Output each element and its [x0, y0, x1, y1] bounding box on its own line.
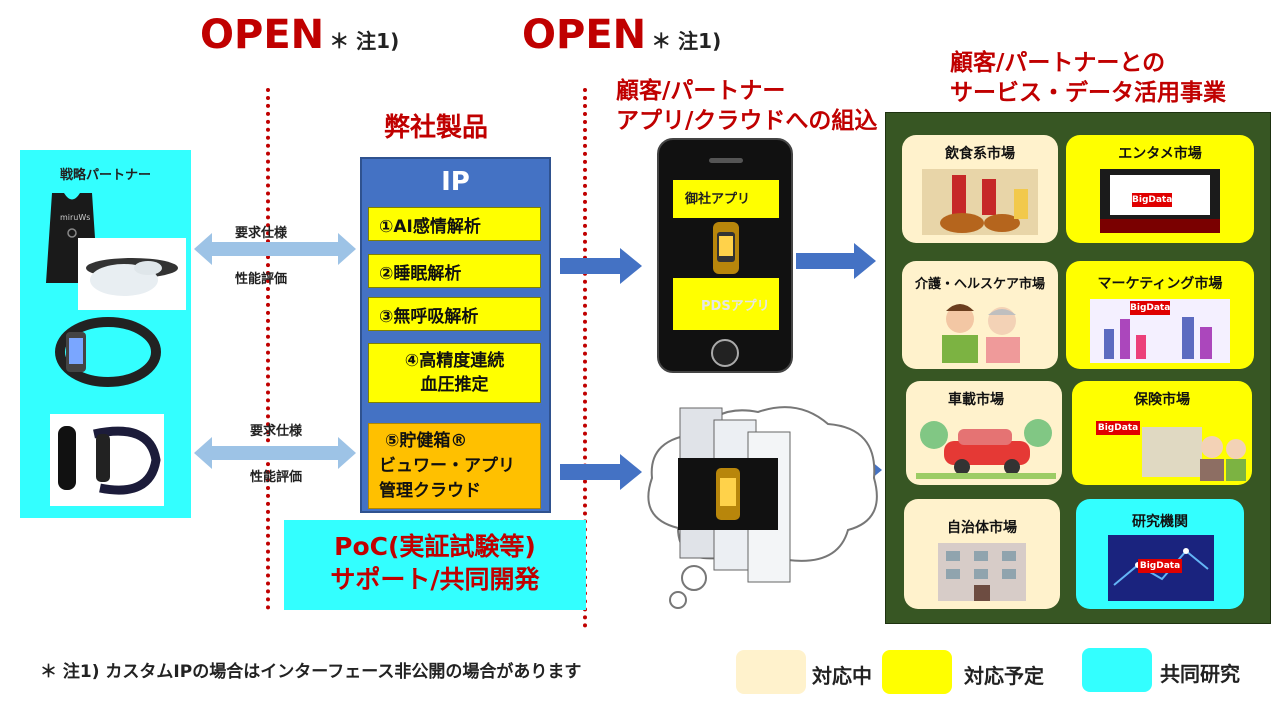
market-care-label: 介護・ヘルスケア市場 [914, 277, 1045, 292]
legend-label-in-progress: 対応中 [812, 664, 872, 688]
ip-item-blood-pressure-line1: ④高精度連続 [404, 351, 505, 371]
ip-title: IP [441, 167, 470, 197]
chest-belt-image [78, 238, 186, 310]
ip-item-blood-pressure-line2: 血圧推定 [420, 375, 489, 395]
customer-app-heading: 顧客/パートナー アプリ/クラウドへの組込 [616, 76, 877, 136]
ip-item-health-box-line1: ⑤貯健箱® [385, 430, 468, 451]
partner-label: 戦略パートナー [59, 168, 151, 183]
legend-swatch-joint-research [1082, 648, 1152, 692]
ip-item-apnea: ③無呼吸解析 [368, 297, 541, 331]
ip-item-sleep-label: ②睡眠解析 [379, 263, 462, 284]
bigdata-badge-insurance: BigData [1096, 421, 1140, 435]
cinema-image [1100, 169, 1220, 233]
ip-item-ai-emotion-label: ①AI感情解析 [379, 216, 481, 237]
ip-item-sleep: ②睡眠解析 [368, 254, 541, 288]
spec-eval-arrow-bottom [194, 437, 356, 469]
ip-item-apnea-label: ③無呼吸解析 [379, 306, 479, 327]
poc-line2: サポート/共同開発 [330, 565, 540, 594]
legend-swatch-planned [882, 650, 952, 694]
bigdata-badge-entertainment: BigData [1132, 193, 1173, 207]
city-hall-image [938, 543, 1026, 601]
poc-text: PoC(実証試験等) サポート/共同開発 [284, 530, 586, 596]
arrow-phone-to-market [796, 243, 876, 279]
market-marketing-label: マーケティング市場 [1097, 276, 1223, 292]
market-insurance-label: 保険市場 [1134, 392, 1190, 408]
wristband-watch-image [55, 317, 161, 387]
strategic-partner-box: 戦略パートナー miruWs [20, 150, 191, 518]
poc-box: PoC(実証試験等) サポート/共同開発 [284, 520, 586, 610]
legend-swatch-in-progress [736, 650, 806, 694]
arrow-to-cloud [560, 454, 642, 490]
watch-app-image [673, 218, 779, 278]
care-image [942, 304, 1020, 363]
arrow-to-phone [560, 248, 642, 284]
ip-box: IP ①AI感情解析 ②睡眠解析 ③無呼吸解析 ④高精度連続 血圧推定 ⑤貯健箱… [360, 157, 551, 513]
market-food-label: 飲食系市場 [945, 146, 1015, 162]
footnote: ＊ 注1) カスタムIPの場合はインターフェース非公開の場合があります [40, 662, 582, 682]
your-app-label: 御社アプリ [685, 192, 751, 207]
spec-eval-arrow-top [194, 233, 356, 265]
cloud-server-icon [647, 406, 878, 609]
ip-item-health-box: ⑤貯健箱® ビュワー・アプリ 管理クラウド [368, 423, 541, 509]
phone-screen: 御社アプリ PDSアプリ [673, 180, 779, 330]
customer-service-heading: 顧客/パートナーとの サービス・データ活用事業 [950, 48, 1226, 108]
market-municipality-label: 自治体市場 [947, 520, 1017, 536]
open-left-note: ＊ 注1) [329, 29, 400, 53]
car-image [916, 419, 1056, 479]
right-separator-line [583, 88, 587, 628]
customer-service-heading-line2: サービス・データ活用事業 [950, 80, 1226, 106]
svg-text:miruWs: miruWs [60, 213, 90, 222]
bigdata-badge-marketing: BigData [1130, 301, 1171, 315]
open-right-heading: OPEN ＊ 注1) [522, 12, 721, 58]
market-automotive-label: 車載市場 [948, 392, 1004, 408]
open-right-note: ＊ 注1) [651, 29, 722, 53]
open-right-title: OPEN [522, 12, 647, 58]
customer-service-heading-line1: 顧客/パートナーとの [950, 50, 1166, 76]
left-separator-line [266, 88, 270, 610]
ip-item-blood-pressure: ④高精度連続 血圧推定 [368, 343, 541, 403]
market-marketing: マーケティング市場 BigData [1066, 261, 1254, 369]
own-products-heading: 弊社製品 [384, 113, 489, 143]
bigdata-badge-research: BigData [1138, 559, 1182, 573]
legend-label-joint-research: 共同研究 [1160, 662, 1240, 686]
spec-label-top: 要求仕様 [235, 226, 288, 241]
phone-speaker [709, 158, 743, 163]
market-insurance: 保険市場 BigData [1072, 381, 1252, 485]
eval-label-bottom: 性能評価 [250, 470, 303, 485]
open-left-heading: OPEN ＊ 注1) [200, 12, 399, 58]
market-research: 研究機関 BigData [1076, 499, 1244, 609]
smart-band-image [50, 414, 164, 506]
pds-app-label: PDSアプリ [701, 299, 770, 314]
spec-label-bottom: 要求仕様 [250, 424, 303, 439]
market-entertainment-label: エンタメ市場 [1118, 146, 1202, 162]
ip-item-health-box-line3: 管理クラウド [379, 480, 481, 501]
market-entertainment: エンタメ市場 BigData [1066, 135, 1254, 243]
food-image [922, 169, 1038, 235]
eval-label-top: 性能評価 [235, 272, 288, 287]
ip-item-health-box-line2: ビュワー・アプリ [379, 455, 515, 476]
insurance-image [1142, 427, 1246, 481]
open-left-title: OPEN [200, 12, 325, 58]
ip-item-ai-emotion: ①AI感情解析 [368, 207, 541, 241]
customer-app-heading-line1: 顧客/パートナー [616, 78, 786, 104]
legend-label-planned: 対応予定 [964, 664, 1044, 688]
market-automotive: 車載市場 [906, 381, 1062, 485]
phone-home-button [711, 339, 739, 367]
market-care: 介護・ヘルスケア市場 [902, 261, 1058, 369]
smartphone-icon: 御社アプリ PDSアプリ [657, 138, 793, 373]
market-panel: 飲食系市場 エンタメ市場 BigData 介護・ヘルスケア市場 [885, 112, 1271, 624]
poc-line1: PoC(実証試験等) [334, 532, 536, 561]
customer-app-heading-line2: アプリ/クラウドへの組込 [616, 108, 878, 134]
market-food: 飲食系市場 [902, 135, 1058, 243]
market-research-label: 研究機関 [1132, 514, 1188, 530]
market-municipality: 自治体市場 [904, 499, 1060, 609]
